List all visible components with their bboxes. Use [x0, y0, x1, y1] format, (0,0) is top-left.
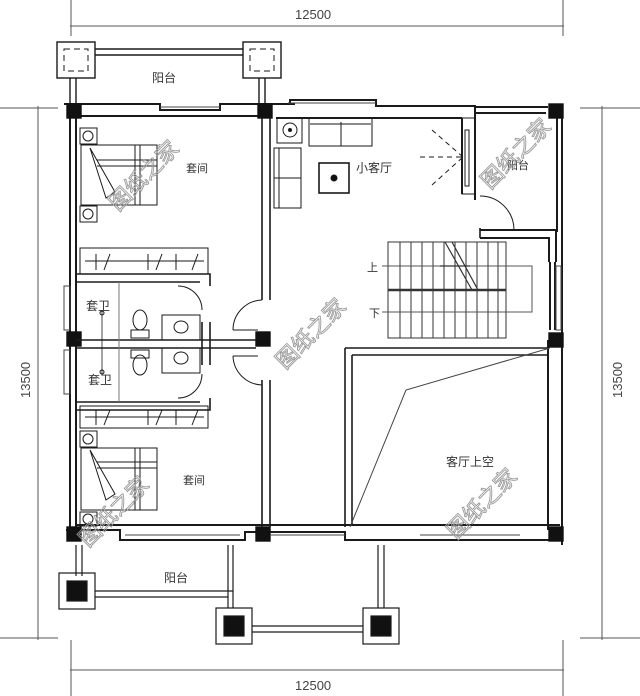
dimension-bottom: 12500 [295, 678, 331, 693]
dimension-right: 13500 [610, 362, 625, 398]
dimension-top: 12500 [295, 7, 331, 22]
label-balcony-bottom: 阳台 [164, 570, 188, 585]
doors [177, 195, 515, 399]
wardrobe-upper [79, 247, 209, 275]
balcony-top [56, 41, 282, 103]
stair-treads [399, 242, 499, 338]
dimension-left: 13500 [18, 362, 33, 398]
interior-walls [76, 118, 548, 527]
stair-down-label: 下 [369, 307, 380, 320]
wardrobe-lower [79, 405, 209, 429]
label-balcony-top: 阳台 [152, 70, 176, 85]
watermark-2: 图纸之家 [477, 114, 557, 194]
stair-up-label: 上 [367, 261, 378, 274]
label-small-living-room: 小客厅 [356, 160, 392, 175]
structural-columns [66, 103, 564, 542]
watermark-5: 图纸之家 [443, 464, 523, 544]
staircase [382, 241, 533, 339]
label-bedroom-lower: 套间 [183, 474, 205, 487]
label-bathroom-upper: 套卫 [86, 299, 110, 313]
windows [63, 102, 562, 536]
bed-lower [79, 430, 158, 527]
label-bathroom-lower: 套卫 [88, 373, 112, 387]
bathroom-fixtures [99, 309, 201, 376]
label-bedroom-upper: 套间 [186, 162, 208, 175]
label-living-void: 客厅上空 [446, 454, 494, 469]
small-living-furniture [273, 117, 476, 209]
balcony-bottom [58, 545, 400, 645]
watermark-3: 图纸之家 [272, 294, 352, 374]
living-void-lines [349, 347, 551, 528]
bed-upper [79, 127, 158, 223]
label-balcony-right: 阳台 [507, 158, 529, 172]
watermark-1: 图纸之家 [105, 136, 185, 216]
